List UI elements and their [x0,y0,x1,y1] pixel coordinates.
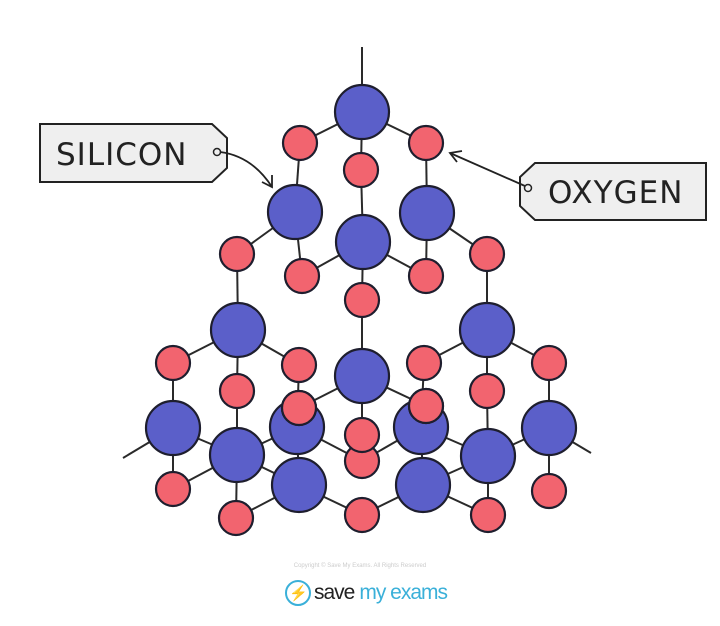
oxygen-atom [468,372,506,410]
silicon-atom [398,184,456,242]
silicon-atom [208,426,266,484]
arrow-icon [219,151,273,188]
oxygen-atom [154,344,192,382]
silicon-atom [270,456,328,514]
oxygen-atom [530,344,568,382]
oxygen-atom [343,496,381,534]
oxygen-atom [218,372,256,410]
oxygen-atom [469,496,507,534]
oxygen-atom [342,151,380,189]
oxygen-atom [343,281,381,319]
silicon-atom [333,83,391,141]
silicon-atom [333,347,391,405]
oxygen-atom [283,257,321,295]
oxygen-atom [280,389,318,427]
oxygen-atom [407,387,445,425]
logo-save-text: save [314,581,355,604]
silicon-atom [144,399,202,457]
oxygen-atom [217,499,255,537]
oxygen-atom [281,124,319,162]
oxygen-atom [530,472,568,510]
oxygen-atom [405,344,443,382]
silicon-label-tag: SILICON [39,123,273,189]
oxygen-atom [154,470,192,508]
oxygen-atom [468,235,506,273]
silicon-label: SILICON [56,137,187,173]
silicon-atom [209,301,267,359]
arrow-icon [449,152,526,187]
silicon-atom [266,183,324,241]
silicon-atom [394,456,452,514]
oxygen-atom [343,416,381,454]
silicon-atom [334,213,392,271]
lightning-bolt-icon: ⚡ [285,580,311,606]
oxygen-label: OXYGEN [548,175,683,211]
oxygen-atom [280,346,318,384]
silicon-atom [458,301,516,359]
silicon-atom [459,427,517,485]
oxygen-atom [218,235,256,273]
silicon-atom [520,399,578,457]
copyright-text: Copyright © Save My Exams. All Rights Re… [293,563,427,569]
oxygen-label-tag: OXYGEN [448,150,707,221]
atoms [144,83,578,537]
save-my-exams-logo: ⚡ save my exams [285,578,448,608]
oxygen-atom [407,257,445,295]
oxygen-atom [407,124,445,162]
logo-rest-text: my exams [359,581,448,604]
tag-hole-icon [523,183,533,193]
